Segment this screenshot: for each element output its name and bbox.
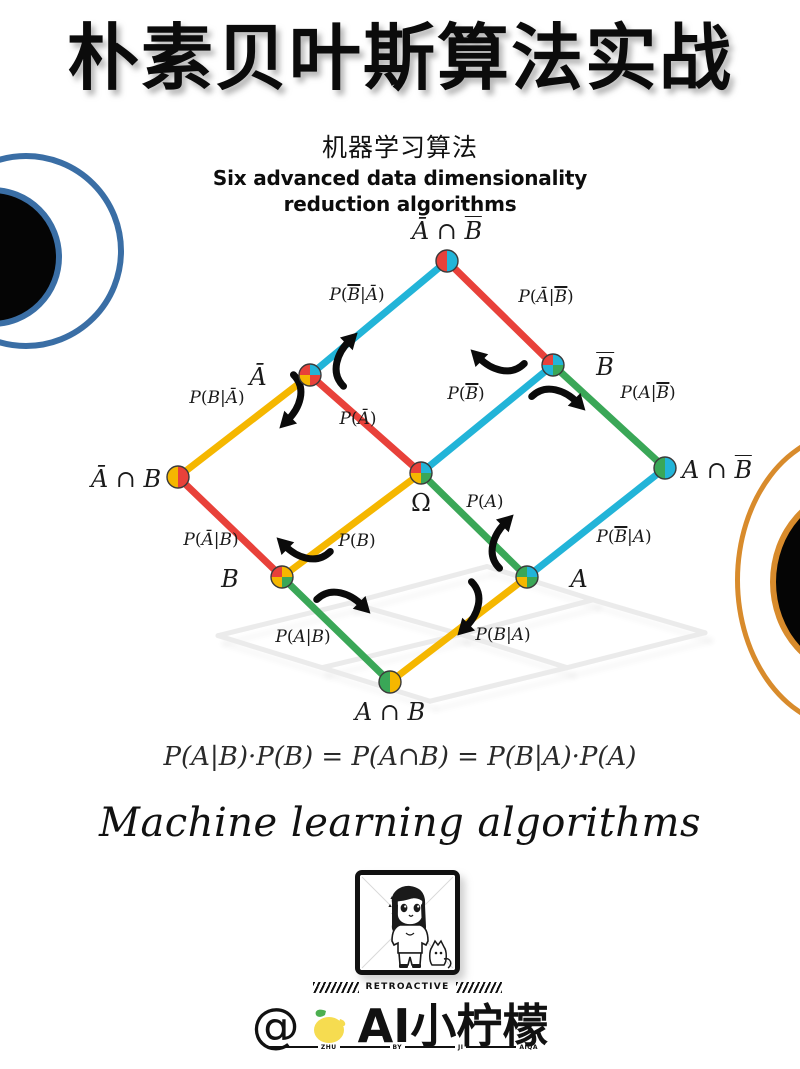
node-label: Ω [411,489,431,517]
rule-word-2: BY [392,1043,403,1051]
account-handle[interactable]: @ AI小柠檬 [0,995,800,1057]
lattice-edge [386,573,531,686]
avatar-frame [355,870,460,975]
subtitle-english-line1: Six advanced data dimensionality [212,166,588,190]
node-label: B [596,351,614,381]
lattice-node [166,465,190,489]
edge-probability-label: P(B|Ā) [329,283,385,305]
edge-probability-label: P(B|A) [596,525,652,547]
node-label: B [221,565,239,593]
node-label: Ā ∩ B [411,215,483,245]
edge-probability-label: P(B|A) [475,625,531,645]
flow-arrow-icon [488,514,514,572]
edge-probability-label: P(Ā) [339,409,377,429]
lattice-edge [523,464,669,581]
node-label: Ā ∩ B [90,465,162,493]
edge-probability-label: P(A|B) [620,381,676,403]
flow-arrow-icon [470,349,528,375]
edge-probability-label: P(A|B) [275,627,331,647]
flow-arrow-icon [279,371,305,429]
probability-lattice-diagram: Ā ∩ B Ā B Ā ∩ B Ω A ∩ B B A A ∩ B P(B|Ā) P(Ā|B) P(Ā… [0,215,800,745]
account-name: AI小柠檬 [357,999,549,1053]
lattice-edge [306,371,425,477]
lattice-nodes [166,249,677,694]
rule-line-3 [405,1046,456,1048]
lattice-edge [174,371,314,481]
lattice-node [515,565,539,589]
subtitle-chinese: 机器学习算法 [321,133,478,162]
lattice-edge [417,361,557,477]
node-label: Ā [249,363,267,391]
lattice-graphics [166,249,708,704]
avatar [355,870,460,975]
node-label: A ∩ B [681,454,753,484]
lattice-node [653,456,677,480]
flow-arrow-icon [332,332,358,390]
at-symbol: @ [251,998,300,1054]
edge-probability-label: P(A) [466,492,504,512]
machine-learning-caption: Machine learning algorithms [98,800,701,846]
rule-word-3: JI [458,1043,464,1051]
avatar-name-label: RETROACTIVE [365,982,450,992]
edge-probability-label: P(Ā|B) [183,530,239,550]
handle-rule-row: ZHU BY JI AIQA [268,1042,538,1052]
rule-word-1: ZHU [320,1043,337,1051]
lattice-edge [417,469,531,581]
rule-line-4 [466,1046,517,1048]
flow-arrow-icon [313,588,371,614]
lattice-edge [174,473,286,581]
page-title: 朴素贝叶斯算法实战 [66,16,733,100]
lattice-edge [549,361,669,472]
flow-arrow-icon [528,385,586,411]
lattice-node [270,565,294,589]
subtitle-english-line2: reduction algorithms [283,191,517,216]
bayes-equation: P(A|B)·P(B) = P(A∩B) = P(B|A)·P(A) [163,742,637,772]
avatar-illustration-icon [360,875,455,970]
flow-arrow-icon [276,537,334,563]
lattice-node [298,363,322,387]
lattice-node [435,249,459,273]
lattice-edges [174,257,669,686]
rule-word-4: AIQA [519,1043,538,1051]
lattice-node [378,670,402,694]
node-label: A [570,565,588,593]
avatar-name-row: RETROACTIVE [300,980,515,994]
edge-probability-label: P(B) [338,531,376,551]
lattice-node [409,461,433,485]
lattice-node [541,353,565,377]
rule-line-2 [339,1046,390,1048]
lattice-edge [443,257,557,369]
lattice-flow-arrows [276,332,586,636]
lattice-edge [278,573,394,686]
lattice-edge [306,257,451,379]
lemon-icon [306,1005,352,1047]
rule-line-1 [268,1046,318,1048]
edge-probability-label: P(Ā|B) [518,285,574,307]
hatch-right-decoration [455,981,502,993]
hatch-left-decoration [313,981,360,993]
edge-probability-label: P(B|Ā) [189,388,245,408]
node-label: A ∩ B [354,698,426,726]
edge-probability-label: P(B) [447,382,485,404]
lattice-edge [278,469,425,581]
flow-arrow-icon [457,578,483,636]
subtitle-english: Six advanced data dimensionality reducti… [0,166,800,217]
